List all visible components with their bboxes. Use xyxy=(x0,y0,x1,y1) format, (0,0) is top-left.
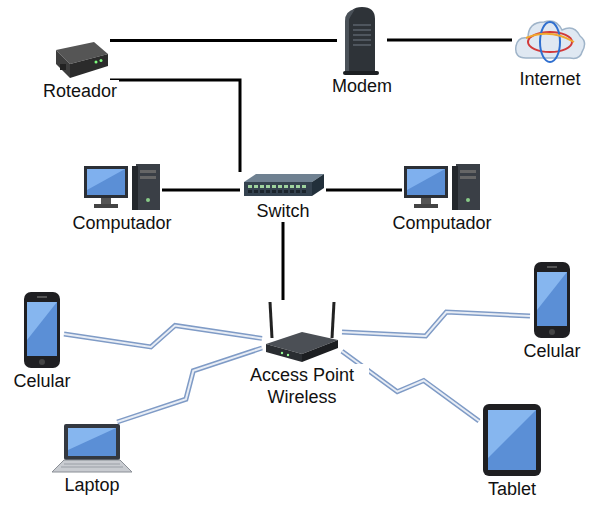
device-label: Modem xyxy=(330,75,394,97)
device-label: Celular xyxy=(11,370,72,392)
device-node: Celular xyxy=(8,290,76,392)
device-icon xyxy=(240,172,326,200)
device-label: Computador xyxy=(390,212,493,234)
device-icon xyxy=(512,8,588,68)
device-node: Switch xyxy=(240,172,326,222)
wireless-link xyxy=(342,312,530,336)
wireless-link xyxy=(64,326,262,347)
device-icon xyxy=(262,300,342,364)
device-node: Access Point Wireless xyxy=(232,300,372,408)
cable-line xyxy=(162,190,240,191)
device-label: Celular xyxy=(521,340,582,362)
device-icon xyxy=(20,290,64,370)
device-label: Tablet xyxy=(486,478,538,500)
device-node: Internet xyxy=(512,8,588,90)
cable-line xyxy=(110,40,337,41)
device-node: Modem xyxy=(327,5,398,97)
cable-line xyxy=(326,189,402,190)
device-node: Computador xyxy=(387,162,497,234)
device-label: Switch xyxy=(254,200,311,222)
device-node: Celular xyxy=(518,260,586,362)
cable-line xyxy=(387,40,512,41)
device-label: Laptop xyxy=(62,474,121,496)
device-icon xyxy=(479,402,545,478)
device-icon xyxy=(402,162,482,212)
device-node: Computador xyxy=(67,162,177,234)
device-label: Roteador xyxy=(41,80,119,102)
device-icon xyxy=(82,162,162,212)
device-label: Computador xyxy=(70,212,173,234)
device-icon xyxy=(337,5,387,75)
device-node: Laptop xyxy=(50,422,134,496)
device-icon xyxy=(50,36,110,80)
device-node: Roteador xyxy=(38,36,123,102)
device-label: Internet xyxy=(517,68,582,90)
device-node: Tablet xyxy=(479,402,545,500)
cable-line xyxy=(110,80,240,172)
device-label: Access Point Wireless xyxy=(235,364,369,408)
cable-line xyxy=(283,222,284,300)
device-icon xyxy=(50,422,134,474)
device-icon xyxy=(530,260,574,340)
